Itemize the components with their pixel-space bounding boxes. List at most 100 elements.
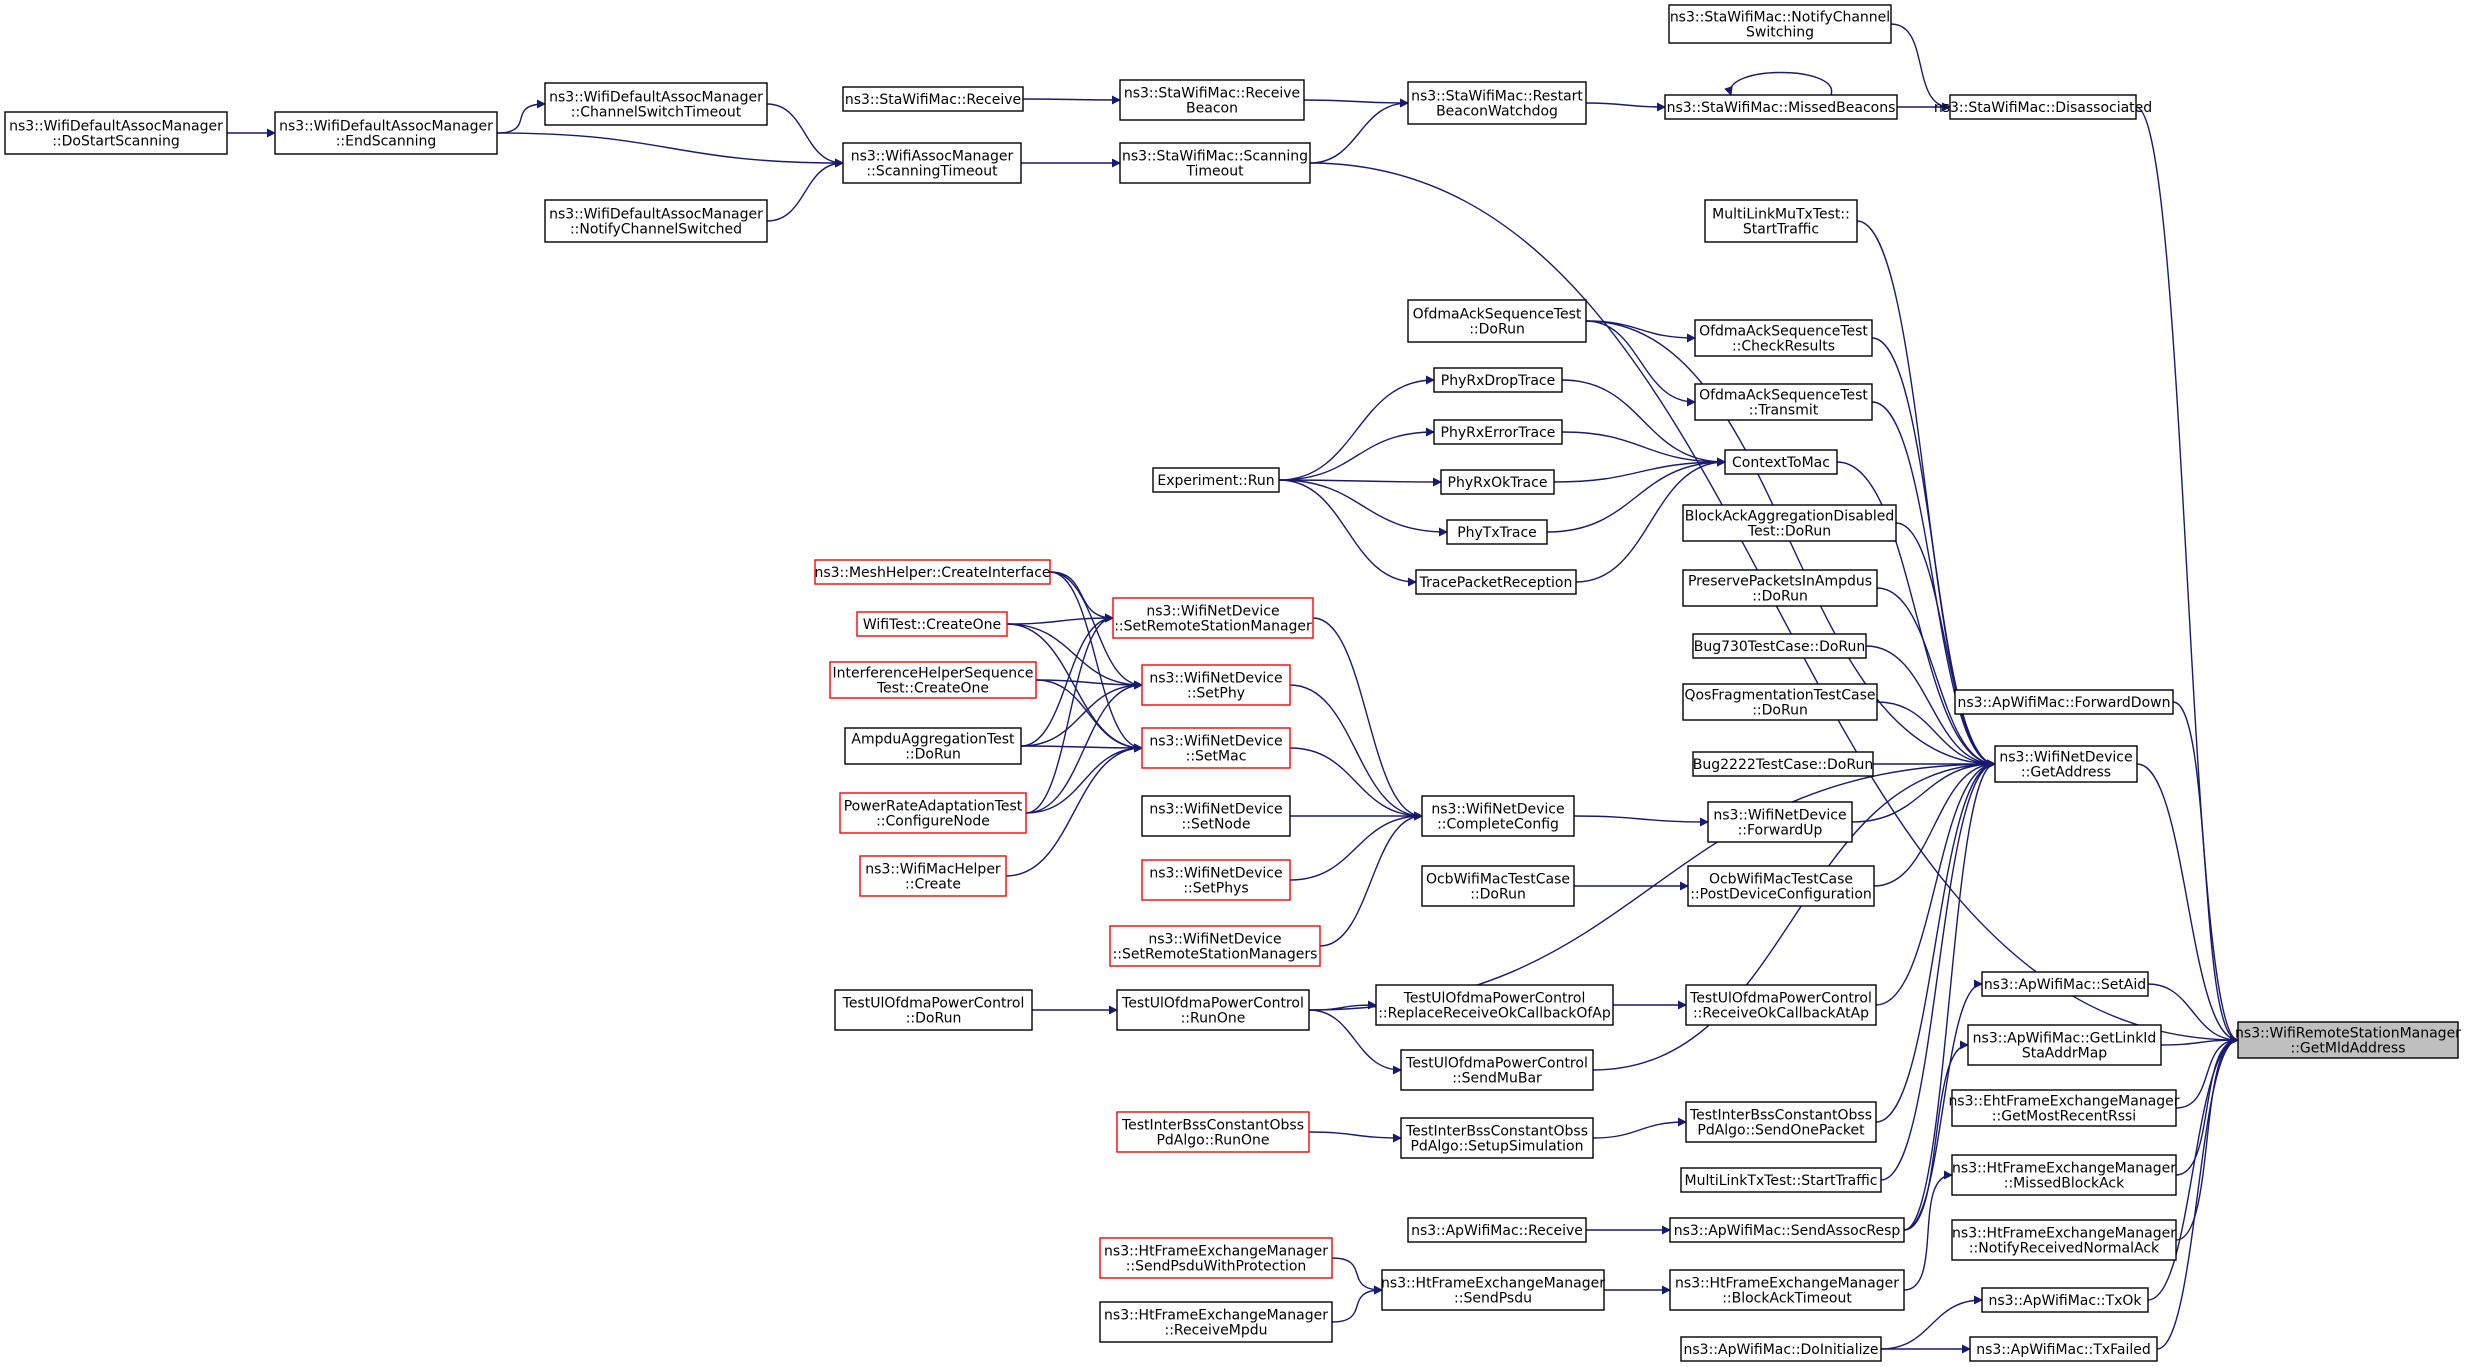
node-nd-set-mac[interactable]: ns3::WifiNetDevice::SetMac (1141, 727, 1291, 769)
node-box (1141, 664, 1291, 706)
node-assoc-scan-to[interactable]: ns3::WifiAssocManager::ScanningTimeout (842, 142, 1022, 184)
node-tib-setup[interactable]: TestInterBssConstantObssPdAlgo::SetupSim… (1400, 1117, 1594, 1159)
node-qos-frag[interactable]: QosFragmentationTestCase::DoRun (1682, 683, 1878, 721)
node-ap-fwd-down[interactable]: ns3::ApWifiMac::ForwardDown (1954, 689, 2174, 715)
node-getaddr[interactable]: ns3::WifiNetDevice::GetAddress (1994, 745, 2138, 783)
node-box (1685, 984, 1877, 1026)
node-box (842, 142, 1022, 184)
edge-ap-txok-to-root (2147, 1035, 2239, 1301)
node-nd-set-rsms[interactable]: ns3::WifiNetDevice::SetRemoteStationMana… (1109, 925, 1321, 967)
node-box (1112, 597, 1314, 639)
node-label: ns3::ApWifiMac::SetAid (1984, 977, 2146, 993)
node-label: MultiLinkMuTxTest:: (1712, 207, 1850, 223)
node-phy-drop[interactable]: PhyRxDropTrace (1433, 367, 1563, 393)
node-box (859, 855, 1007, 897)
edge-preserve-to-getaddr (1876, 587, 1996, 769)
edge-machelper-create-to-nd-set-mac (1005, 743, 1143, 877)
node-wifitest-create[interactable]: WifiTest::CreateOne (856, 611, 1008, 637)
node-bug730[interactable]: Bug730TestCase::DoRun (1692, 633, 1867, 659)
node-eht-rssi[interactable]: ns3::EhtFrameExchangeManager::GetMostRec… (1948, 1089, 2180, 1127)
node-ap-receive[interactable]: ns3::ApWifiMac::Receive (1407, 1217, 1587, 1243)
edge-sta-scan-to-to-sta-restart (1309, 98, 1409, 164)
node-label: ns3::HtFrameExchangeManager (1104, 1244, 1328, 1260)
node-phy-err[interactable]: PhyRxErrorTrace (1433, 419, 1563, 445)
node-label: ns3::HtFrameExchangeManager (1952, 1161, 2176, 1177)
node-mlmu-start[interactable]: MultiLinkMuTxTest::StartTraffic (1704, 199, 1858, 243)
node-ap-txok[interactable]: ns3::ApWifiMac::TxOk (1981, 1287, 2149, 1313)
node-sta-scan-to[interactable]: ns3::StaWifiMac::ScanningTimeout (1119, 142, 1311, 184)
edge-ap-txfailed-to-root (2156, 1035, 2239, 1350)
node-phy-ok[interactable]: PhyRxOkTrace (1440, 469, 1555, 495)
node-root[interactable]: ns3::WifiRemoteStationManager::GetMldAdd… (2235, 1021, 2461, 1059)
node-oas-dorun[interactable]: OfdmaAckSequenceTest::DoRun (1407, 299, 1587, 343)
node-ap-doinit[interactable]: ns3::ApWifiMac::DoInitialize (1680, 1336, 1882, 1362)
node-label: ns3::WifiNetDevice (1146, 604, 1279, 620)
node-def-end-scan[interactable]: ns3::WifiDefaultAssocManager::EndScannin… (274, 111, 498, 155)
node-def-chsw-to[interactable]: ns3::WifiDefaultAssocManager::ChannelSwi… (544, 82, 768, 126)
node-prat-config[interactable]: PowerRateAdaptationTest::ConfigureNode (839, 792, 1027, 834)
node-nd-set-phy[interactable]: ns3::WifiNetDevice::SetPhy (1141, 664, 1291, 706)
node-tul-replace[interactable]: TestUlOfdmaPowerControl::ReplaceReceiveO… (1375, 984, 1614, 1026)
node-label: ns3::StaWifiMac::NotifyChannel (1670, 10, 1890, 26)
node-ap-set-aid[interactable]: ns3::ApWifiMac::SetAid (1981, 971, 2149, 997)
node-ctx-mac[interactable]: ContextToMac (1724, 449, 1838, 475)
node-phy-tx[interactable]: PhyTxTrace (1446, 519, 1548, 545)
node-sta-missed[interactable]: ns3::StaWifiMac::MissedBeacons (1664, 94, 1898, 120)
node-oas-check[interactable]: OfdmaAckSequenceTest::CheckResults (1694, 319, 1873, 357)
node-box (1954, 689, 2174, 715)
node-ht-send-psdu[interactable]: ns3::HtFrameExchangeManager::SendPsdu (1381, 1269, 1605, 1311)
node-ht-recv-mpdu[interactable]: ns3::HtFrameExchangeManager::ReceiveMpdu (1099, 1301, 1333, 1343)
node-oas-transmit[interactable]: OfdmaAckSequenceTest::Transmit (1694, 383, 1873, 421)
node-mesh-create[interactable]: ns3::MeshHelper::CreateInterface (814, 559, 1051, 585)
node-def-start-scan[interactable]: ns3::WifiDefaultAssocManager::DoStartSca… (4, 111, 228, 155)
node-nd-fwd-up[interactable]: ns3::WifiNetDevice::ForwardUp (1707, 801, 1853, 843)
node-tul-send-mubar[interactable]: TestUlOfdmaPowerControl::SendMuBar (1400, 1049, 1594, 1091)
node-tul-runone[interactable]: TestUlOfdmaPowerControl::RunOne (1116, 989, 1310, 1031)
node-ap-send-assoc[interactable]: ns3::ApWifiMac::SendAssocResp (1669, 1217, 1905, 1243)
edge-ctx-mac-to-getaddr (1836, 461, 1996, 769)
node-label: TestInterBssConstantObss (1689, 1108, 1872, 1124)
node-mltx-start[interactable]: MultiLinkTxTest::StartTraffic (1680, 1167, 1882, 1193)
node-nd-set-rsm[interactable]: ns3::WifiNetDevice::SetRemoteStationMana… (1112, 597, 1314, 639)
node-label: ::SetNode (1182, 817, 1251, 833)
node-preserve[interactable]: PreservePacketsInAmpdus::DoRun (1682, 569, 1878, 607)
node-ht-ba-timeout[interactable]: ns3::HtFrameExchangeManager::BlockAckTim… (1669, 1269, 1905, 1311)
node-tul-dorun[interactable]: TestUlOfdmaPowerControl::DoRun (834, 989, 1033, 1031)
node-tib-send[interactable]: TestInterBssConstantObssPdAlgo::SendOneP… (1685, 1101, 1877, 1143)
node-exp-run[interactable]: Experiment::Run (1152, 467, 1280, 493)
node-ihs-create[interactable]: InterferenceHelperSequenceTest::CreateOn… (829, 661, 1037, 699)
node-sta-disassoc[interactable]: ns3::StaWifiMac::Disassociated (1934, 94, 2152, 120)
node-ocb-post[interactable]: OcbWifiMacTestCase::PostDeviceConfigurat… (1687, 865, 1875, 907)
node-label: ::SetPhys (1183, 881, 1248, 897)
node-bug2222[interactable]: Bug2222TestCase::DoRun (1692, 751, 1874, 777)
edge-oas-dorun-to-oas-transmit (1585, 320, 1696, 407)
node-sta-receive[interactable]: ns3::StaWifiMac::Receive (842, 86, 1024, 112)
edge-mesh-create-to-nd-set-phy (1049, 571, 1143, 690)
node-nd-complete[interactable]: ns3::WifiNetDevice::CompleteConfig (1421, 795, 1575, 837)
node-def-notify-ch[interactable]: ns3::WifiDefaultAssocManager::NotifyChan… (544, 199, 768, 243)
node-label: ns3::StaWifiMac::Receive (1124, 86, 1300, 102)
node-machelper-create[interactable]: ns3::WifiMacHelper::Create (859, 855, 1007, 897)
node-ht-missed-ba[interactable]: ns3::HtFrameExchangeManager::MissedBlock… (1951, 1154, 2177, 1196)
node-nd-set-phys[interactable]: ns3::WifiNetDevice::SetPhys (1141, 859, 1291, 901)
node-ht-send-prot[interactable]: ns3::HtFrameExchangeManager::SendPsduWit… (1099, 1237, 1333, 1279)
edge-mesh-create-to-nd-set-mac (1049, 571, 1143, 753)
node-label: ns3::WifiNetDevice (1999, 750, 2132, 766)
node-ht-notify-ack[interactable]: ns3::HtFrameExchangeManager::NotifyRecei… (1951, 1219, 2177, 1261)
edge-prat-config-to-nd-set-rsm (1025, 613, 1114, 814)
node-box (856, 611, 1008, 637)
node-trace-pkt[interactable]: TracePacketReception (1415, 569, 1577, 595)
node-ocb-dorun[interactable]: OcbWifiMacTestCase::DoRun (1421, 865, 1575, 907)
node-label: Experiment::Run (1157, 473, 1274, 489)
node-tul-recv-ok[interactable]: TestUlOfdmaPowerControl::ReceiveOkCallba… (1685, 984, 1877, 1026)
node-ampdu-dorun[interactable]: AmpduAggregationTest::DoRun (844, 727, 1022, 765)
node-ap-txfailed[interactable]: ns3::ApWifiMac::TxFailed (1969, 1336, 2158, 1362)
node-nd-set-node[interactable]: ns3::WifiNetDevice::SetNode (1141, 795, 1291, 837)
